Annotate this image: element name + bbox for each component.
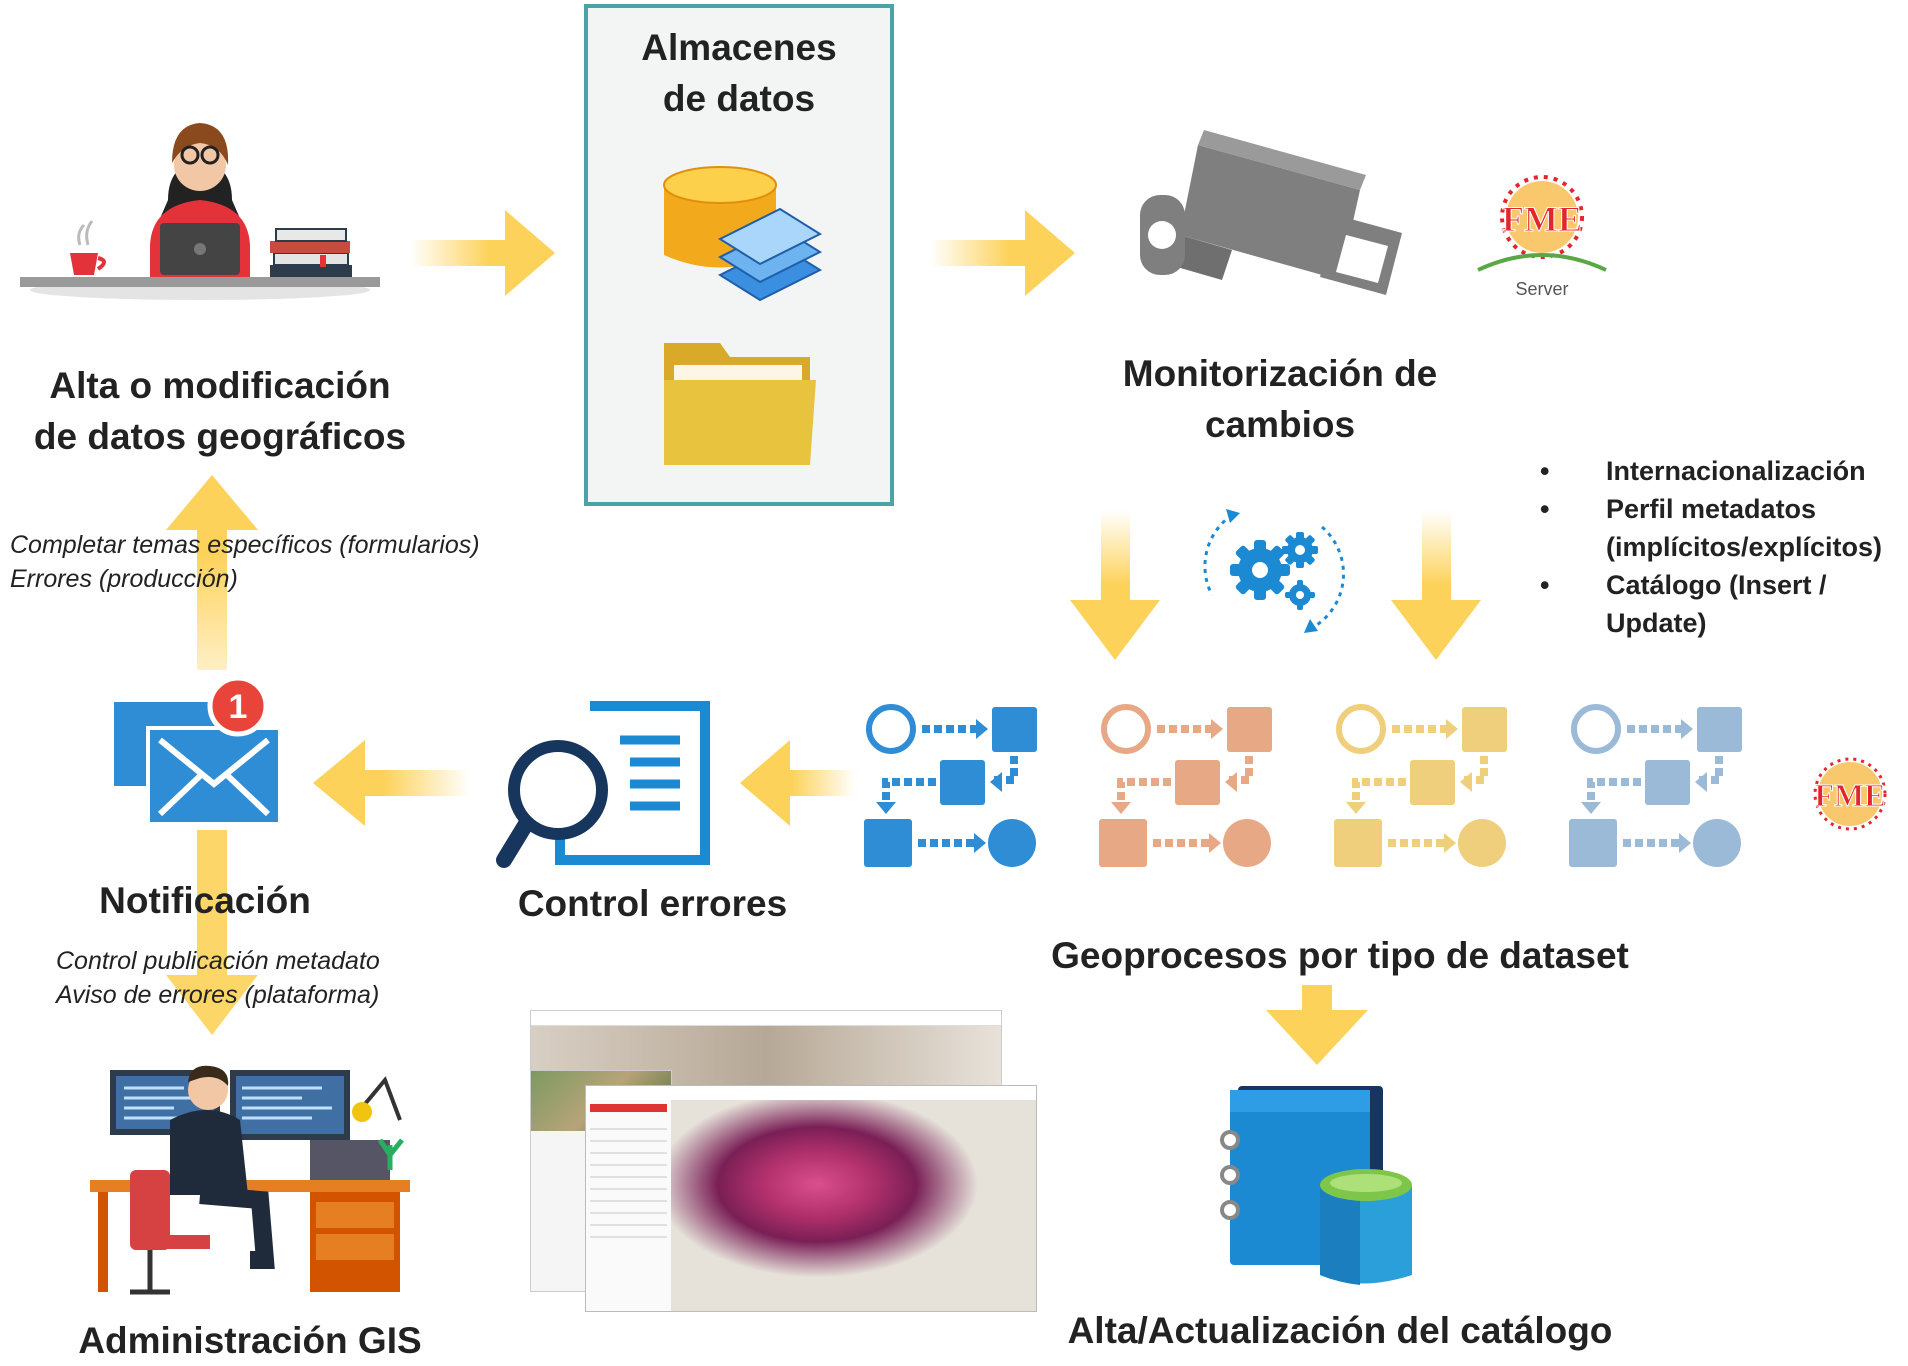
fme-server-label: Server xyxy=(1515,279,1568,299)
arrow-monitor-down-right xyxy=(1391,510,1481,660)
document-search-icon xyxy=(496,701,710,868)
security-camera-icon xyxy=(1140,130,1402,295)
almacenes-title-line-1: Almacenes xyxy=(641,27,837,68)
almacenes-title-line-2: de datos xyxy=(662,78,816,119)
workflows-group xyxy=(860,700,1780,900)
bullet-item: Catálogo (Insert / Update) xyxy=(1540,566,1908,642)
monitorizacion-title-line-2: cambios xyxy=(1204,404,1356,445)
folder-icon xyxy=(664,343,816,465)
notificacion-note-line-2: Aviso de errores (plataforma) xyxy=(56,981,380,1009)
web-header-bar xyxy=(586,1086,1036,1101)
monitorizacion-title: Monitorización de cambios xyxy=(1080,348,1480,450)
arrow-geoprocess-to-catalogo xyxy=(1266,985,1368,1065)
catalogo-title: Alta/Actualización del catálogo xyxy=(1067,1310,1613,1351)
layers-icon xyxy=(717,207,823,302)
control-title: Control errores xyxy=(517,883,788,924)
feedback-note: Completar temas específicos (formularios… xyxy=(10,528,530,596)
arrow-notificacion-down-to-admin xyxy=(166,830,258,1035)
workflow-icon xyxy=(1569,707,1742,867)
bullet-item: Perfil metadatos (implícitos/explícitos) xyxy=(1540,490,1908,566)
fme-logo: FME xyxy=(1813,757,1887,831)
alta-title: Alta o modificación de datos geográficos xyxy=(20,360,420,462)
mail-count-badge: 1 xyxy=(229,688,248,726)
geoprocesos-title: Geoprocesos por tipo de dataset xyxy=(1051,935,1629,976)
monitorizacion-title-line-1: Monitorización de xyxy=(1122,353,1438,394)
web-map-screenshot xyxy=(585,1085,1037,1312)
alta-title-line-1: Alta o modificación xyxy=(49,365,391,406)
arrow-notificacion-up-to-alta xyxy=(166,475,258,670)
almacenes-title: Almacenes de datos xyxy=(584,22,894,124)
web-sidebar-header xyxy=(590,1104,667,1112)
feedback-note-line-1: Completar temas específicos (formularios… xyxy=(10,531,480,559)
fme-logo-text: FME xyxy=(1502,199,1582,239)
bullet-item: Internacionalización xyxy=(1540,452,1908,490)
admin-desk-icon xyxy=(90,1065,410,1295)
workflow-icon xyxy=(864,707,1037,867)
notificacion-note-line-1: Control publicación metadato xyxy=(56,947,380,975)
arrow-control-to-notificacion xyxy=(313,740,470,826)
web-map-canvas xyxy=(671,1100,1036,1311)
web-sidebar-panel xyxy=(586,1100,672,1311)
notificacion-title: Notificación xyxy=(99,880,311,921)
mail-icon: 1 xyxy=(114,675,282,826)
administracion-title: Administración GIS xyxy=(78,1320,422,1361)
arrow-alta-to-almacenes xyxy=(410,210,555,296)
fme-server-logo: FME Server xyxy=(1477,175,1607,299)
workflow-icon xyxy=(1334,707,1507,867)
process-bullets: Internacionalización Perfil metadatos (i… xyxy=(1540,452,1908,642)
catalog-book-icon xyxy=(1220,1086,1412,1285)
fme-logo-text: FME xyxy=(1814,777,1885,813)
database-icon xyxy=(663,166,823,302)
arrow-almacenes-to-monitorizacion xyxy=(930,210,1075,296)
feedback-note-line-2: Errores (producción) xyxy=(10,565,238,593)
notificacion-note: Control publicación metadato Aviso de er… xyxy=(56,944,496,1012)
arrow-monitor-down-left xyxy=(1070,510,1160,660)
arrow-geoprocess-to-control xyxy=(740,740,855,826)
gears-icon xyxy=(1203,509,1345,633)
web-sidebar-list xyxy=(590,1118,667,1238)
alta-title-line-2: de datos geográficos xyxy=(33,416,407,457)
person-laptop-icon xyxy=(20,123,380,300)
workflow-icon xyxy=(1099,707,1272,867)
web-header-bar xyxy=(531,1011,1001,1026)
